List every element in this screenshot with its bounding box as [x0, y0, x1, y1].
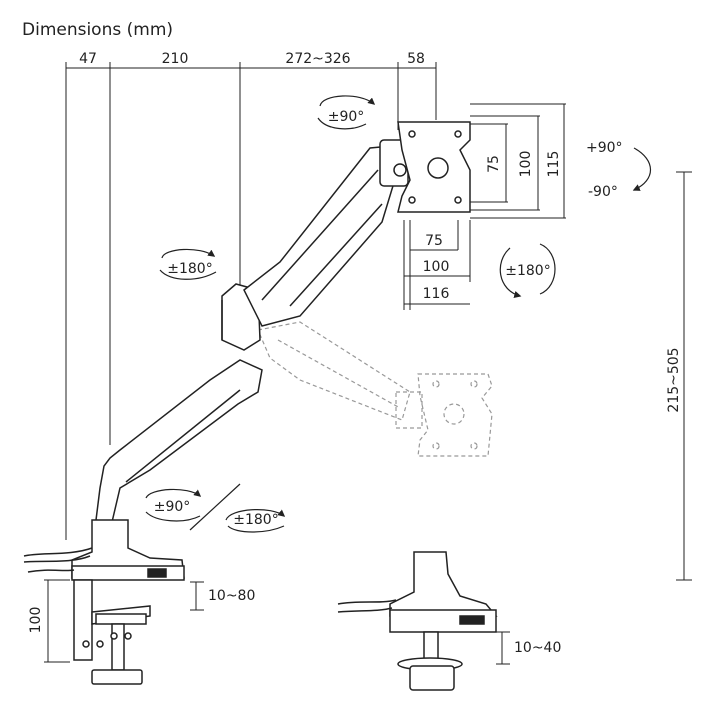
height-dimension: [676, 171, 692, 581]
grommet-range-label: 10~40: [514, 640, 561, 656]
vesa-116-horizontal: 116: [423, 286, 450, 302]
dim-58: 58: [407, 51, 425, 67]
top-dimension-lines: [65, 62, 437, 540]
rotation-arcs: [145, 95, 651, 533]
vesa-75-horizontal: 75: [425, 233, 443, 249]
base-swivel-label: ±90°: [154, 499, 191, 515]
base-rotate-label: ±180°: [233, 512, 278, 528]
vesa-dimension-lines: [403, 103, 566, 310]
grommet-cables: [337, 599, 397, 613]
vesa-100-horizontal: 100: [423, 259, 450, 275]
dim-272-326: 272~326: [285, 51, 350, 67]
tilt-up-label: +90°: [586, 140, 623, 156]
clamp-height-dimension: [44, 579, 70, 663]
arm-rotation-label: ±180°: [167, 261, 212, 277]
grommet-range-dimension: [496, 631, 510, 665]
base-clamp: [71, 519, 185, 685]
vesa-75-vertical: 75: [486, 155, 502, 173]
clamp-height-label: 100: [28, 607, 44, 634]
cables: [23, 547, 93, 573]
dim-210: 210: [162, 51, 189, 67]
screen-rotation-label: ±180°: [505, 263, 550, 279]
vesa-plate: [397, 121, 471, 213]
grommet-base: [389, 551, 498, 691]
monitor-arm: [95, 139, 409, 523]
tilt-down-label: -90°: [588, 184, 618, 200]
clamp-range-label: 10~80: [208, 588, 255, 604]
vesa-115-vertical: 115: [546, 151, 562, 178]
clamp-range-dimension: [190, 581, 204, 611]
dim-47: 47: [79, 51, 97, 67]
vesa-100-vertical: 100: [518, 151, 534, 178]
diagram-title: Dimensions (mm): [22, 20, 174, 40]
tilt-top-label: ±90°: [328, 109, 365, 125]
height-range-label: 215~505: [666, 347, 682, 412]
ghost-arm: [257, 321, 493, 457]
